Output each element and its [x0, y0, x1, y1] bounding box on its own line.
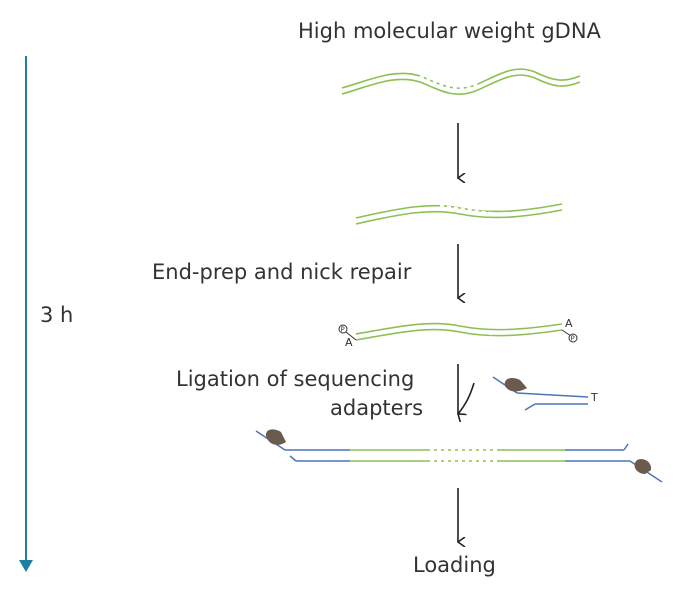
step-end-prep-label: End-prep and nick repair [152, 260, 412, 284]
end-prepped-fragment: P A P A [338, 317, 578, 349]
svg-text:P: P [341, 326, 345, 334]
adapted-library [255, 429, 663, 483]
adapter-incoming: T [458, 376, 598, 414]
diagram-title: High molecular weight gDNA [298, 19, 601, 43]
step-loading-label: Loading [413, 553, 496, 577]
motor-protein-icon [265, 429, 286, 445]
timeline-duration-label: 3 h [40, 303, 74, 327]
svg-text:P: P [571, 335, 575, 343]
timeline-arrow [19, 56, 33, 572]
motor-protein-icon [634, 459, 652, 474]
svg-text:A: A [345, 336, 353, 349]
svg-text:A: A [565, 317, 573, 330]
gdna-wavy-strands [341, 68, 581, 95]
step-ligation-label-line2: adapters [330, 396, 424, 420]
step-ligation-label-line1: Ligation of sequencing [176, 367, 415, 391]
svg-text:T: T [590, 391, 598, 404]
motor-protein-icon [504, 378, 527, 392]
gdna-fragment [355, 203, 563, 225]
